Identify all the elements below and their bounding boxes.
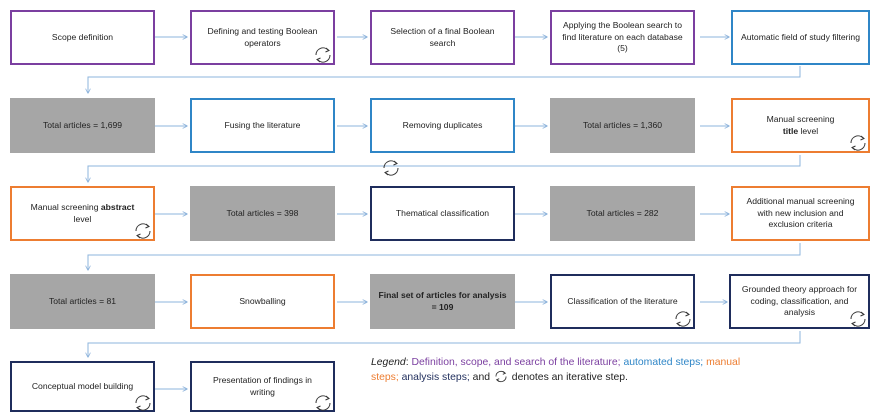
step-defining-boolean: Defining and testing Boolean operators bbox=[190, 10, 335, 65]
iterative-cycle-icon bbox=[850, 135, 866, 151]
step-removing-duplicates: Removing duplicates bbox=[370, 98, 515, 153]
iterative-cycle-icon bbox=[315, 395, 331, 411]
step-presentation: Presentation of findings in writing bbox=[190, 361, 335, 412]
iterative-cycle-icon bbox=[495, 370, 507, 382]
step-label: Defining and testing Boolean operators bbox=[207, 26, 318, 48]
step-label: Total articles = 1,699 bbox=[42, 119, 123, 130]
legend-definition: Definition, scope, and search of the lit… bbox=[411, 357, 621, 368]
legend-automated: automated steps; bbox=[623, 357, 704, 368]
step-conceptual-model: Conceptual model building bbox=[10, 361, 155, 412]
step-label-bold: title bbox=[782, 125, 799, 136]
iterative-cycle-icon bbox=[383, 160, 399, 176]
iterative-cycle-icon bbox=[850, 311, 866, 327]
step-label: Manual screening abstract level bbox=[31, 202, 135, 225]
total-398: Total articles = 398 bbox=[190, 186, 335, 241]
step-label: Removing duplicates bbox=[402, 119, 483, 130]
total-1699: Total articles = 1,699 bbox=[10, 98, 155, 153]
arrow-down-connector bbox=[88, 331, 801, 357]
step-label: Presentation of findings in writing bbox=[213, 375, 312, 397]
step-label-part: level bbox=[73, 213, 92, 224]
step-classification-literature: Classification of the literature bbox=[550, 274, 695, 329]
step-additional-screening: Additional manual screening with new inc… bbox=[731, 186, 870, 241]
arrow-down-connector bbox=[88, 243, 801, 270]
step-automatic-filtering: Automatic field of study filtering bbox=[731, 10, 870, 65]
legend-manual: manual steps; bbox=[371, 357, 741, 383]
step-applying-boolean: Applying the Boolean search to find lite… bbox=[550, 10, 695, 65]
step-thematical-classification: Thematical classification bbox=[370, 186, 515, 241]
legend: Legend: Definition, scope, and search of… bbox=[371, 356, 741, 384]
step-label: Total articles = 398 bbox=[226, 207, 299, 218]
step-label: Conceptual model building bbox=[31, 380, 134, 391]
total-1360: Total articles = 1,360 bbox=[550, 98, 695, 153]
step-label: Total articles = 282 bbox=[586, 207, 659, 218]
step-label-bold: abstract bbox=[100, 202, 135, 212]
legend-and: and bbox=[469, 371, 493, 383]
step-snowballing: Snowballing bbox=[190, 274, 335, 329]
step-label: Snowballing bbox=[239, 295, 286, 306]
step-label: Classification of the literature bbox=[567, 295, 678, 306]
legend-label: Legend bbox=[371, 357, 406, 368]
step-label-part: Manual screening bbox=[766, 114, 835, 124]
step-label: Scope definition bbox=[51, 31, 114, 42]
step-label-part: level bbox=[798, 125, 819, 136]
step-label: Thematical classification bbox=[395, 207, 490, 218]
final-set-109: Final set of articles for analysis = 109 bbox=[370, 274, 515, 329]
arrow-down-connector bbox=[88, 66, 801, 93]
step-label: Total articles = 81 bbox=[48, 295, 117, 306]
step-fusing: Fusing the literature bbox=[190, 98, 335, 153]
step-label: Final set of articles for analysis = 109 bbox=[378, 290, 507, 312]
step-label: Automatic field of study filtering bbox=[741, 31, 860, 42]
iterative-cycle-icon bbox=[675, 311, 691, 327]
total-81: Total articles = 81 bbox=[10, 274, 155, 329]
step-label: Fusing the literature bbox=[224, 119, 301, 130]
step-label: Additional manual screening with new inc… bbox=[746, 196, 855, 230]
step-label: Total articles = 1,360 bbox=[582, 119, 663, 130]
legend-colon: : bbox=[405, 357, 412, 368]
iterative-cycle-icon bbox=[135, 395, 151, 411]
step-manual-abstract: Manual screening abstract level bbox=[10, 186, 155, 241]
step-label: Manual screening title level bbox=[767, 114, 835, 137]
step-label: Applying the Boolean search to find lite… bbox=[562, 20, 683, 54]
total-282: Total articles = 282 bbox=[550, 186, 695, 241]
step-label: Grounded theory approach for coding, cla… bbox=[741, 284, 858, 318]
step-scope-definition: Scope definition bbox=[10, 10, 155, 65]
iterative-cycle-icon bbox=[315, 47, 331, 63]
step-label: Selection of a final Boolean search bbox=[390, 26, 495, 48]
arrow-down-connector bbox=[88, 155, 801, 182]
legend-iterative: denotes an iterative step. bbox=[508, 371, 628, 383]
step-manual-title: Manual screening title level bbox=[731, 98, 870, 153]
step-label-part: Manual screening bbox=[30, 202, 101, 212]
step-grounded-theory: Grounded theory approach for coding, cla… bbox=[729, 274, 870, 329]
iterative-cycle-icon bbox=[135, 223, 151, 239]
legend-analysis: analysis steps; bbox=[401, 371, 470, 383]
step-final-boolean: Selection of a final Boolean search bbox=[370, 10, 515, 65]
